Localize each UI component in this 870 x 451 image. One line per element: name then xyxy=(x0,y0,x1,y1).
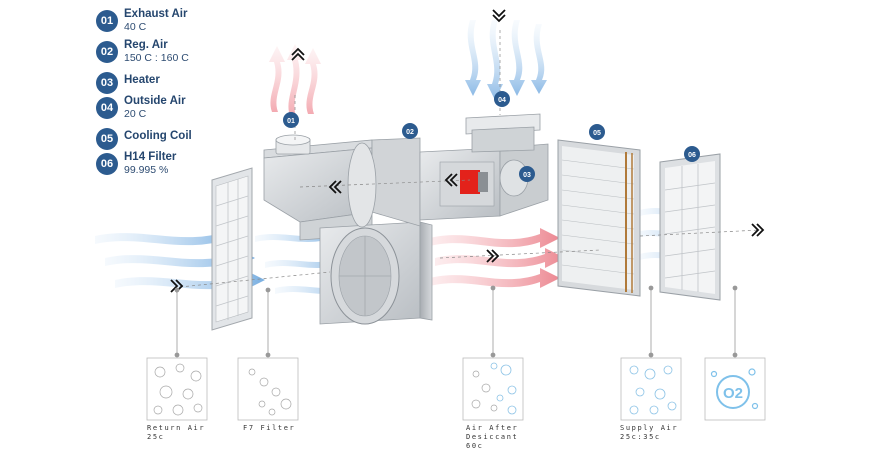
chevron-right-icon xyxy=(751,223,765,237)
chevron-right-icon xyxy=(486,249,500,263)
chevron-up-icon xyxy=(291,47,305,61)
legend-title: H14 Filter xyxy=(124,151,177,163)
legend-item-h14-filter: 06 H14 Filter 99.995 % xyxy=(96,151,296,182)
cooling-coil xyxy=(557,139,641,297)
legend-title: Heater xyxy=(124,74,160,86)
legend-number: 02 xyxy=(96,41,118,63)
chevron-down-icon xyxy=(492,9,506,23)
caption-return-air: Return Air 25c xyxy=(147,424,206,441)
desiccant-unit xyxy=(263,134,433,325)
legend-number: 05 xyxy=(96,128,118,150)
f7-filter-panel xyxy=(211,167,253,331)
marker-05: 05 xyxy=(589,124,605,140)
legend-title: Exhaust Air xyxy=(124,8,188,20)
detail-box-f7-filter xyxy=(237,357,299,421)
legend-title: Reg. Air xyxy=(124,39,168,51)
legend-item-outside-air: 04 Outside Air 20 C xyxy=(96,95,296,126)
legend-item-exhaust-air: 01 Exhaust Air 40 C xyxy=(96,8,296,39)
legend-number: 04 xyxy=(96,97,118,119)
chevron-left-icon xyxy=(328,180,342,194)
o2-label: O2 xyxy=(723,385,743,402)
legend-subtitle: 99.995 % xyxy=(124,164,169,176)
svg-text:01: 01 xyxy=(287,118,295,125)
marker-03: 03 xyxy=(519,166,535,182)
exhaust-air-flow xyxy=(269,44,321,116)
legend: 01 Exhaust Air 40 C 02 Reg. Air 150 C : … xyxy=(96,8,296,182)
legend-number: 03 xyxy=(96,72,118,94)
legend-title: Cooling Coil xyxy=(124,130,192,142)
flow-guide-lines xyxy=(179,30,761,288)
svg-text:04: 04 xyxy=(498,97,506,104)
legend-number: 06 xyxy=(96,153,118,175)
detail-box-oxygen: O2 xyxy=(704,357,766,421)
outside-air-flow xyxy=(465,20,547,100)
legend-item-heater: 03 Heater xyxy=(96,70,296,95)
caption-air-after-desiccant: Air After Desiccant 60c xyxy=(466,424,519,450)
detail-box-return-air xyxy=(146,357,208,421)
legend-subtitle: 40 C xyxy=(124,21,147,33)
svg-text:06: 06 xyxy=(688,152,696,159)
legend-item-reg-air: 02 Reg. Air 150 C : 160 C xyxy=(96,39,296,70)
svg-text:05: 05 xyxy=(593,130,601,137)
legend-number: 01 xyxy=(96,10,118,32)
marker-06: 06 xyxy=(684,146,700,162)
svg-text:03: 03 xyxy=(523,172,531,179)
marker-01: 01 xyxy=(283,112,299,128)
marker-02: 02 xyxy=(402,123,418,139)
caption-supply-air: Supply Air 25c:35c xyxy=(620,424,679,441)
detail-box-supply-air xyxy=(620,357,682,421)
h14-filter-panel xyxy=(659,153,721,301)
legend-item-cooling-coil: 05 Cooling Coil xyxy=(96,126,296,151)
caption-f7-filter: F7 Filter xyxy=(243,424,296,432)
marker-04: 04 xyxy=(494,91,510,107)
detail-box-air-after-desiccant xyxy=(462,357,524,421)
legend-title: Outside Air xyxy=(124,95,186,107)
chevron-arrows xyxy=(170,9,765,293)
svg-text:02: 02 xyxy=(406,129,414,136)
heated-air-flow xyxy=(430,228,565,288)
leader-dots xyxy=(174,285,738,358)
leader-lines xyxy=(176,288,736,355)
legend-subtitle: 20 C xyxy=(124,108,147,120)
chevron-left-icon xyxy=(444,173,458,187)
legend-subtitle: 150 C : 160 C xyxy=(124,52,189,64)
